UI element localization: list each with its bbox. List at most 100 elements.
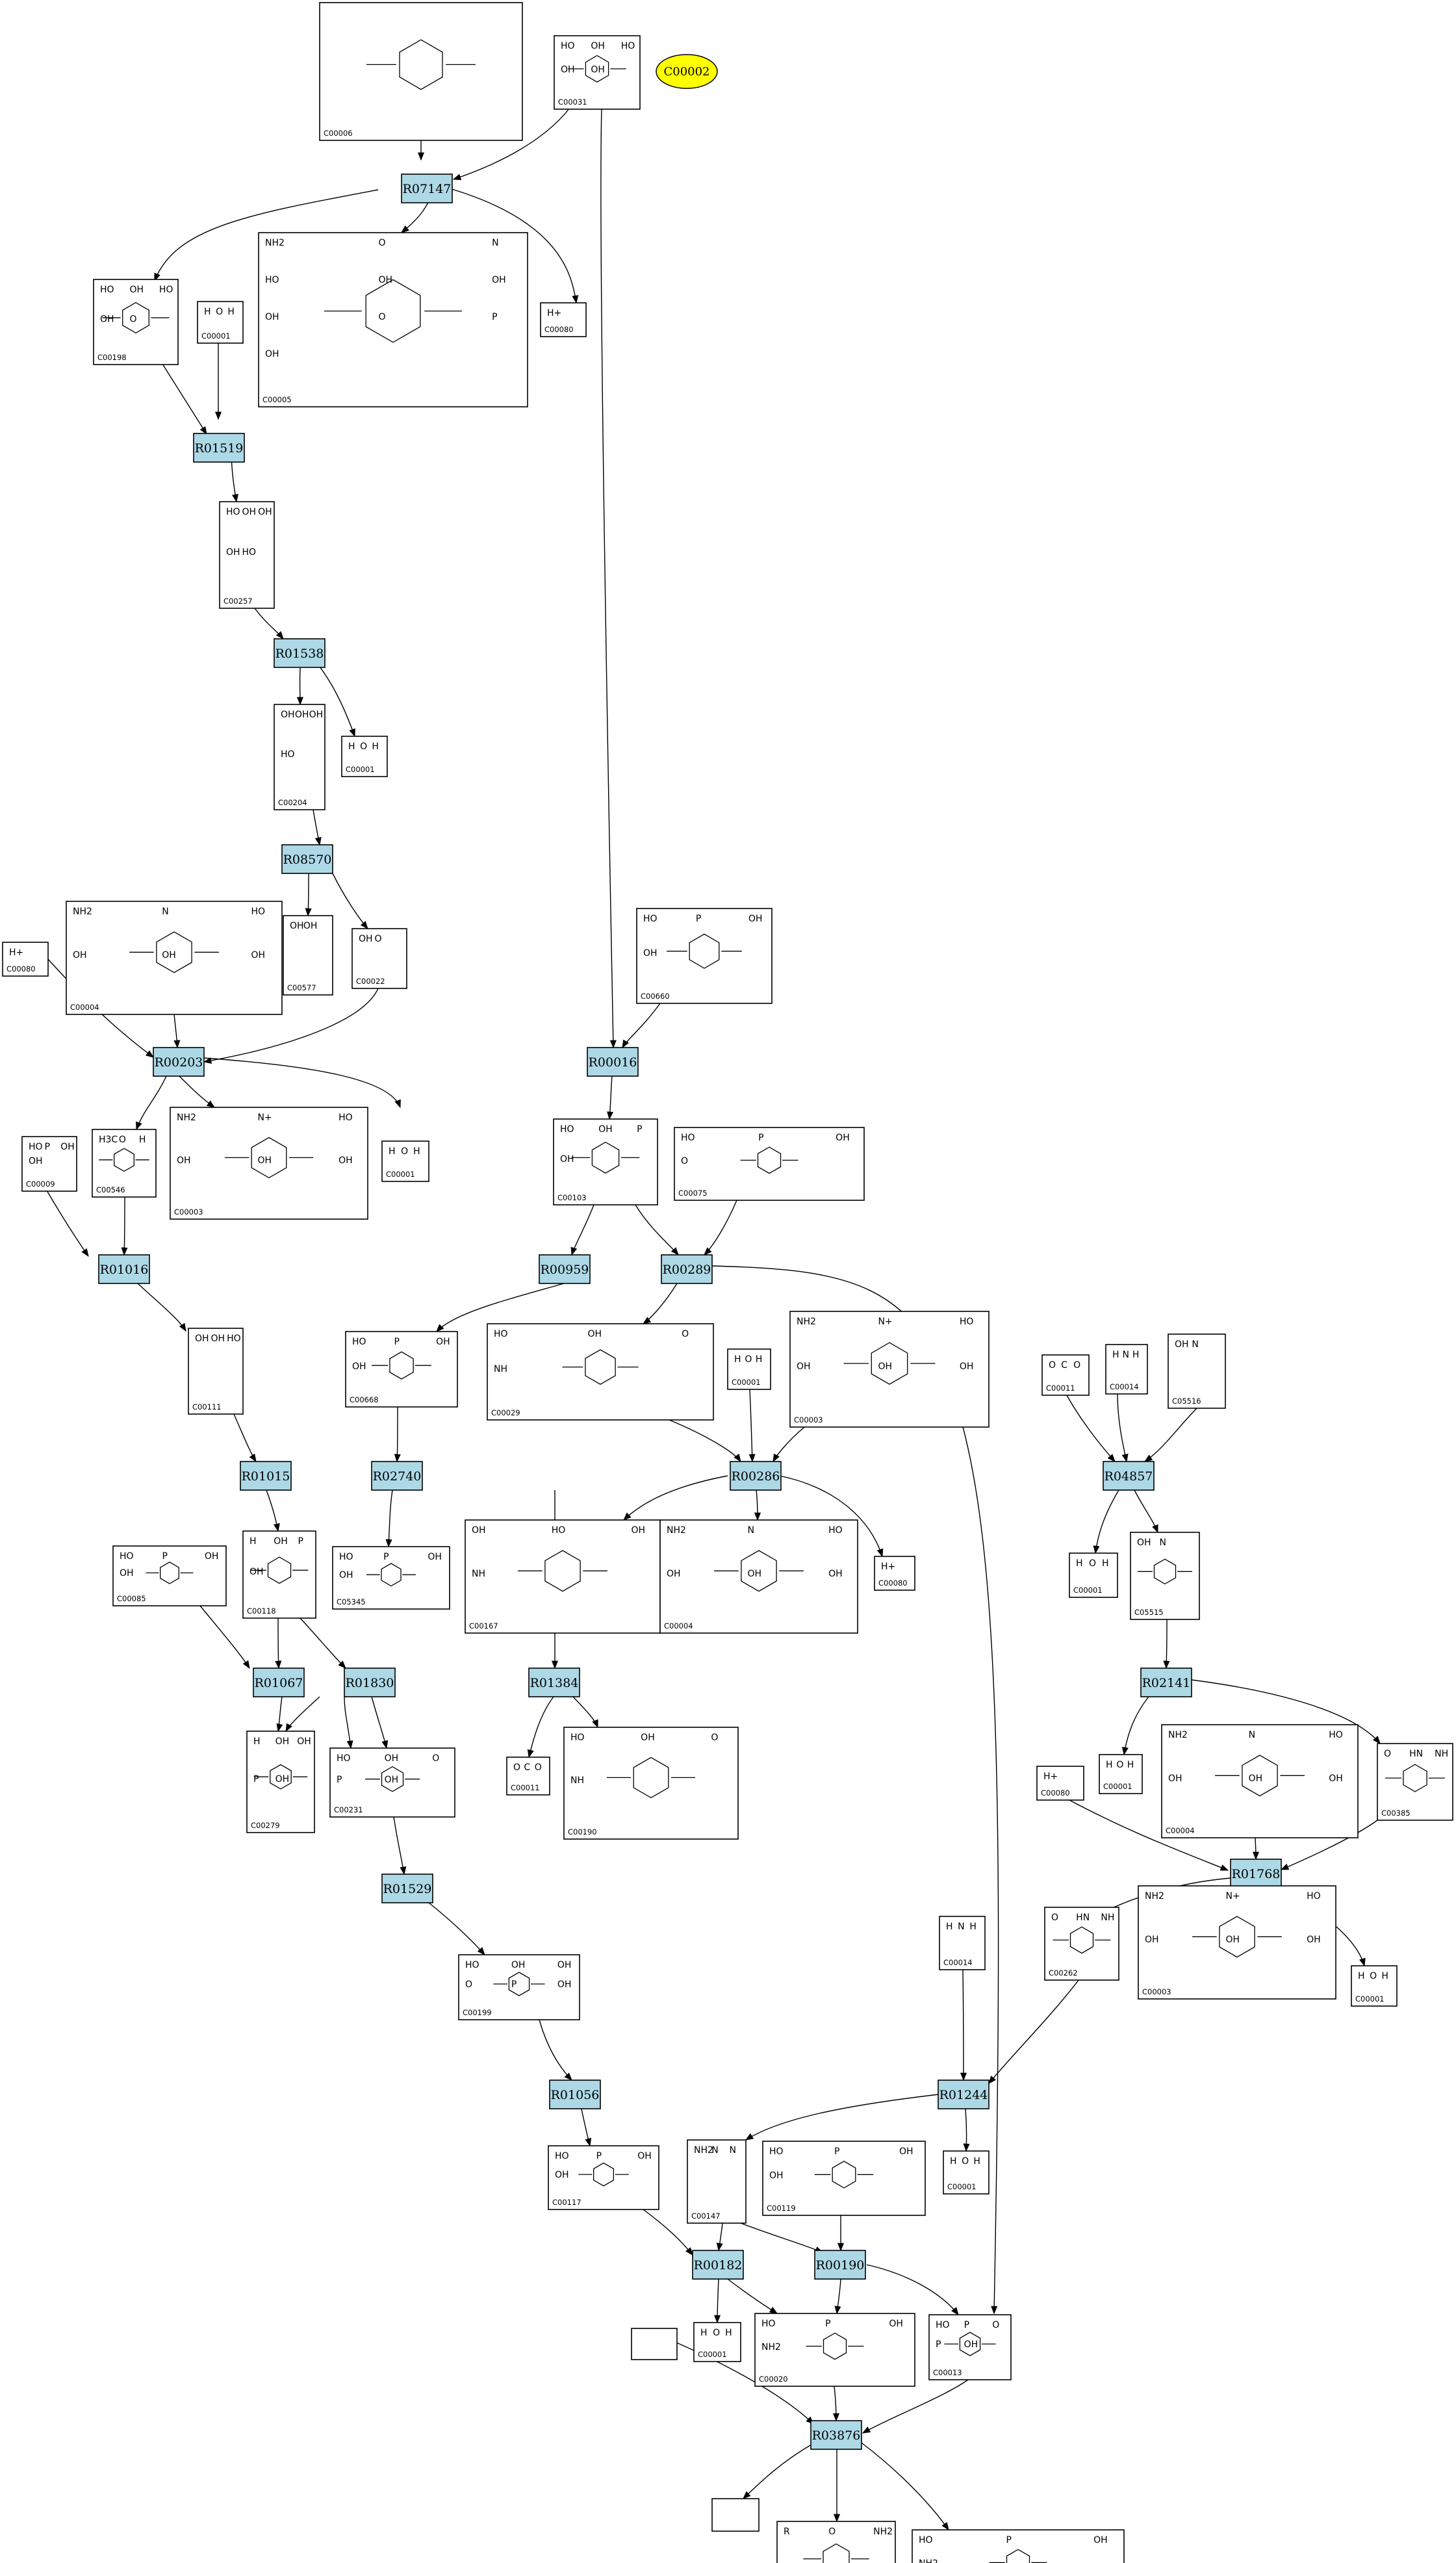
atom-label: OH — [309, 710, 324, 720]
atom-label: N+ — [258, 1113, 272, 1123]
reaction-node-R03876[interactable]: R03876 — [810, 2420, 862, 2450]
reaction-node-R02740[interactable]: R02740 — [371, 1461, 423, 1491]
compound-node-31[interactable]: RONH2C02188 — [776, 2521, 896, 2563]
reaction-node-R08570[interactable]: R08570 — [281, 844, 333, 874]
compound-box — [332, 1546, 450, 1610]
reaction-node-R00203[interactable]: R00203 — [153, 1047, 205, 1077]
reaction-node-R04857[interactable]: R04857 — [1103, 1461, 1155, 1491]
compound-node-11[interactable]: H+C00080 — [2, 942, 49, 977]
compound-node-0[interactable]: C00006 — [319, 2, 523, 141]
reaction-node-R07147[interactable]: R07147 — [401, 174, 453, 203]
structure-ring — [122, 302, 149, 334]
reaction-node-R01538[interactable]: R01538 — [274, 638, 326, 668]
atom-label: HO — [570, 1732, 585, 1743]
reaction-node-R01529[interactable]: R01529 — [381, 1874, 433, 1903]
reaction-node-R00959[interactable]: R00959 — [539, 1254, 591, 1284]
compound-node-30[interactable] — [711, 2498, 760, 2532]
edge-arrow-58 — [385, 1489, 393, 1548]
reaction-node-R00286[interactable]: R00286 — [730, 1461, 782, 1491]
reaction-node-R00289[interactable]: R00289 — [661, 1254, 713, 1284]
reaction-node-R02141[interactable]: R02141 — [1140, 1668, 1192, 1697]
atom-label: N — [1122, 1350, 1129, 1360]
reaction-node-R01056[interactable]: R01056 — [549, 2080, 601, 2109]
reaction-node-R01768[interactable]: R01768 — [1230, 1859, 1282, 1888]
reaction-node-R01384[interactable]: R01384 — [528, 1668, 580, 1697]
highlight-compound-ellipse[interactable]: C00002 — [656, 54, 718, 89]
reaction-node-R01067[interactable]: R01067 — [253, 1668, 305, 1697]
compound-node-43[interactable]: H+C00080 — [874, 1556, 915, 1591]
atom-label: OH — [1145, 1935, 1159, 1945]
structure-ring — [741, 1550, 777, 1592]
atom-label: HO — [159, 285, 173, 295]
reaction-node-R01519[interactable]: R01519 — [193, 433, 245, 463]
reaction-node-R01244[interactable]: R01244 — [938, 2080, 990, 2109]
compound-id-label: C00111 — [192, 1402, 222, 1411]
reaction-node-R00182[interactable]: R00182 — [692, 2250, 744, 2280]
compound-node-29[interactable] — [631, 2328, 678, 2360]
reaction-node-R01015[interactable]: R01015 — [240, 1461, 292, 1491]
compound-box — [776, 2521, 896, 2563]
atom-label: OH — [560, 1154, 574, 1165]
compound-node-5[interactable]: H+C00080 — [540, 302, 587, 337]
compound-node-32[interactable]: HOPOHNH2C00002 — [912, 2529, 1125, 2563]
compound-node-51[interactable]: H+C00080 — [1036, 1766, 1084, 1801]
atom-label: HO — [339, 1552, 353, 1562]
compound-id-label: C00001 — [732, 1378, 761, 1387]
reaction-node-R01830[interactable]: R01830 — [344, 1668, 396, 1697]
reaction-node-R00190[interactable]: R00190 — [814, 2250, 866, 2280]
reaction-node-R01016[interactable]: R01016 — [98, 1254, 150, 1284]
reaction-node-R00016[interactable]: R00016 — [587, 1047, 639, 1077]
